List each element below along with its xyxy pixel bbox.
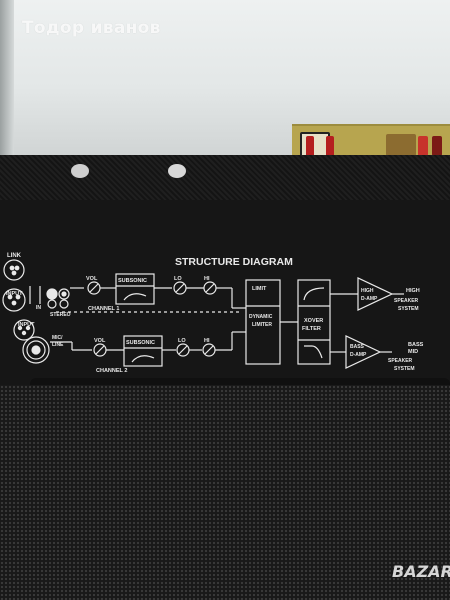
label-xover: XOVER	[304, 318, 323, 324]
speaker-grille	[0, 385, 450, 600]
label-system-2: SYSTEM	[394, 366, 415, 372]
label-input-1: INPUT	[6, 291, 23, 297]
label-damp-1: D-AMP	[361, 296, 378, 302]
label-limiter: LIMITER	[252, 322, 272, 328]
label-in: IN	[36, 305, 41, 311]
label-lo-1: LO	[174, 276, 182, 282]
capacitor	[326, 136, 334, 158]
label-line: LINE	[52, 342, 64, 348]
label-filter: FILTER	[302, 326, 321, 332]
label-subsonic-2: SUBSONIC	[126, 340, 155, 346]
structure-diagram: STRUCTURE DIAGRAM LINK INPUT IN STEREO V…	[2, 253, 424, 374]
label-mic: MIC/	[52, 335, 63, 341]
diagram-title: STRUCTURE DIAGRAM	[175, 256, 293, 268]
label-speaker-1: SPEAKER	[394, 298, 419, 304]
bazar-logo: BAZAR	[392, 562, 450, 581]
label-vol-1: VOL	[86, 276, 98, 282]
capacitor	[306, 136, 314, 158]
connector	[386, 134, 416, 156]
label-system-1: SYSTEM	[398, 306, 419, 312]
label-dynamic: DYNAMIC	[249, 314, 273, 320]
label-vol-2: VOL	[94, 338, 106, 344]
label-speaker-2: SPEAKER	[388, 358, 413, 364]
label-high-amp: HIGH	[361, 288, 374, 294]
label-input-2: INPUT	[18, 322, 35, 328]
mounting-screws	[71, 164, 186, 178]
capacitor	[432, 136, 442, 156]
wall-shadow	[0, 0, 14, 165]
label-stereo: STEREO	[50, 312, 71, 318]
label-channel-1: CHANNEL 1	[88, 306, 119, 312]
label-link: LINK	[7, 253, 22, 259]
label-channel-2: CHANNEL 2	[96, 368, 127, 374]
label-mid-out: MID	[408, 349, 418, 355]
circuit-board	[292, 124, 450, 164]
capacitor	[418, 136, 428, 156]
label-hi-1: HI	[204, 276, 210, 282]
label-bass-amp: BASS	[350, 344, 365, 350]
felt-strip	[0, 155, 450, 200]
label-high-out: HIGH	[406, 288, 420, 294]
label-hi-2: HI	[204, 338, 210, 344]
label-bass-out: BASS	[408, 342, 424, 348]
watermark-text: Тодор иванов	[22, 18, 161, 38]
label-subsonic-1: SUBSONIC	[118, 278, 147, 284]
label-damp-2: D-AMP	[350, 352, 367, 358]
label-lo-2: LO	[178, 338, 186, 344]
label-limit: LIMIT	[252, 286, 267, 292]
